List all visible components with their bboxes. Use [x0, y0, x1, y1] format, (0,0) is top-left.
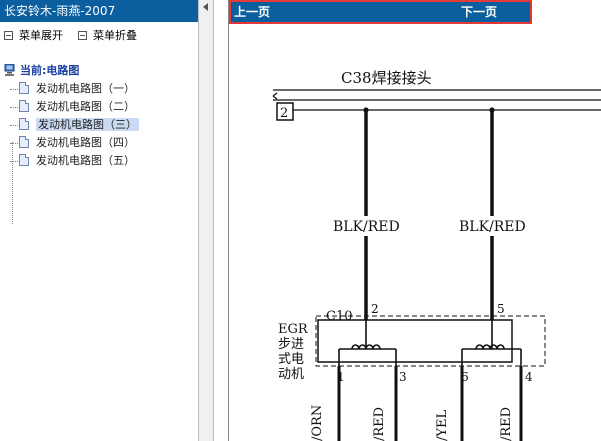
tree-root-label: 当前:电路图 — [20, 64, 80, 77]
connector-box — [276, 102, 294, 121]
tree-item-label: 发动机电路图（一） — [36, 82, 135, 95]
menu-collapse-icon — [78, 30, 87, 40]
connector-outline — [315, 315, 546, 367]
component-label-line-3: 式电 — [278, 352, 304, 367]
component-label-line-2: 步进 — [278, 337, 304, 352]
menu-expand-label: 菜单展开 — [19, 29, 63, 42]
pin-label-bottom-1: 1 — [337, 370, 345, 384]
tree-item-5[interactable]: 发动机电路图（五） — [2, 152, 196, 170]
prev-page-link[interactable]: 上一页 — [234, 5, 271, 19]
tree-connector — [10, 107, 18, 108]
app-title-bar: 长安铃木-雨燕-2007 — [0, 0, 198, 22]
menu-expand-icon — [4, 30, 13, 40]
pin-label-bottom-4: 4 — [525, 370, 533, 384]
left-pane: 长安铃木-雨燕-2007 菜单展开 菜单折叠 当前:电路图 发动机电路图（一） … — [0, 0, 198, 441]
tree-item-2[interactable]: 发动机电路图（二） — [2, 98, 196, 116]
pin-label-bottom-6: 6 — [461, 370, 469, 384]
wire-1-label: BLK/RED — [333, 219, 400, 235]
lower-wire-label-4: /RED — [499, 407, 514, 441]
page-icon — [19, 118, 29, 130]
splitter-bar[interactable] — [198, 0, 214, 441]
tree-item-3[interactable]: 发动机电路图（三） — [2, 116, 196, 134]
bus-arrow-icon — [272, 92, 278, 100]
connector-title: C38焊接接头 — [341, 69, 432, 87]
connector-box-label: 2 — [280, 106, 288, 121]
tree-item-label: 发动机电路图（四） — [36, 136, 135, 149]
pin-label-top-1: 2 — [371, 302, 379, 316]
menu-toolbar: 菜单展开 菜单折叠 — [0, 26, 198, 46]
page-icon — [19, 82, 29, 94]
tree-connector — [10, 143, 18, 144]
tree-item-1[interactable]: 发动机电路图（一） — [2, 80, 196, 98]
pin-label-bottom-3: 3 — [399, 370, 407, 384]
tree-root[interactable]: 当前:电路图 — [2, 62, 196, 80]
tree-connector — [10, 89, 18, 90]
diagram-viewer: 上一页 下一页 C38焊接接头 2 BLK/RED BLK/RED C10 2 … — [228, 0, 601, 441]
lower-wire-label-2: /RED — [372, 407, 387, 441]
menu-collapse-button[interactable]: 菜单折叠 — [78, 28, 137, 44]
pane-gap — [214, 0, 228, 441]
wiring-diagram: C38焊接接头 2 BLK/RED BLK/RED C10 2 5 EGR 步进… — [272, 69, 601, 441]
menu-collapse-label: 菜单折叠 — [93, 29, 137, 42]
component-label-line-4: 动机 — [278, 367, 304, 382]
menu-expand-button[interactable]: 菜单展开 — [4, 28, 63, 44]
wire-2-label: BLK/RED — [459, 219, 526, 235]
tree-item-4[interactable]: 发动机电路图（四） — [2, 134, 196, 152]
tree-item-label: 发动机电路图（二） — [36, 100, 135, 113]
collapse-arrow-icon[interactable] — [203, 3, 208, 11]
next-page-link[interactable]: 下一页 — [461, 5, 498, 19]
tree-connector — [10, 161, 18, 162]
lower-wire-label-1: /ORN — [310, 405, 325, 441]
coil-left-icon — [338, 344, 397, 366]
page-icon — [19, 100, 29, 112]
page-nav-bar: 上一页 下一页 — [229, 0, 532, 24]
pin-label-top-2: 5 — [497, 302, 505, 316]
page-icon — [19, 136, 29, 148]
tree-guide-line — [12, 142, 13, 224]
tree-item-label: 发动机电路图（三） — [36, 118, 139, 131]
page-icon — [19, 154, 29, 166]
component-label-line-1: EGR — [278, 322, 309, 337]
tree-connector — [10, 125, 18, 126]
lower-wire-label-3: /YEL — [435, 410, 450, 441]
tree-item-label: 发动机电路图（五） — [36, 154, 135, 167]
computer-icon — [4, 64, 15, 76]
nav-tree: 当前:电路图 发动机电路图（一） 发动机电路图（二） 发动机电路图（三） 发动机… — [2, 62, 196, 224]
egr-component-box — [317, 319, 513, 363]
